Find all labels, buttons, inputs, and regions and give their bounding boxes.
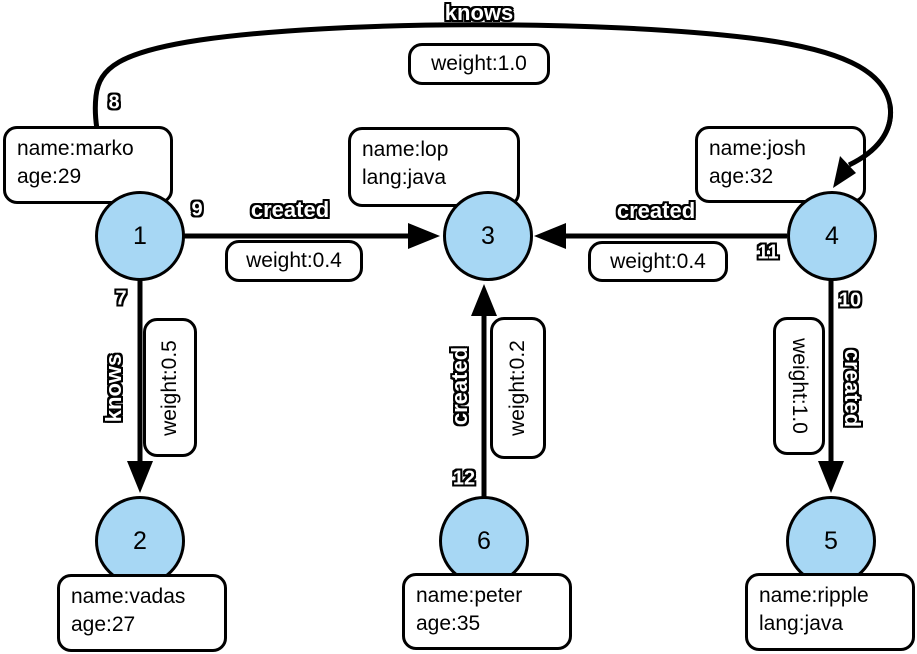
edge-11-id: 11 [757, 241, 779, 264]
edge-8-arc-end [847, 104, 894, 168]
vertex-6: 6 [439, 496, 529, 586]
edge-8-arrowhead [833, 156, 856, 188]
vertex-5-properties-box: name:ripple lang:java [745, 573, 915, 651]
property-line: name:marko [17, 137, 134, 160]
edge-12-arrowhead [471, 284, 497, 316]
vertex-4: 4 [787, 191, 877, 281]
vertex-4-properties-box: name:josh age:32 [695, 126, 866, 203]
property-line: age:29 [17, 165, 82, 188]
vertex-6-properties-box: name:peter age:35 [402, 573, 572, 650]
vertex-5: 5 [786, 496, 876, 586]
property-line: name:ripple [759, 584, 869, 607]
vertex-2-properties-box: name:vadas age:27 [57, 574, 227, 652]
vertex-1-id: 1 [133, 221, 147, 250]
edge-7-weight-box: weight:0.5 [143, 318, 197, 457]
property-line: age:27 [71, 613, 136, 636]
edge-12-id: 12 [452, 467, 476, 490]
vertex-2-id: 2 [133, 526, 147, 555]
edge-9-id: 9 [191, 198, 203, 221]
edge-8-weight: weight:1.0 [431, 52, 527, 75]
edge-9-weight: weight:0.4 [246, 249, 342, 272]
property-line: lang:java [759, 612, 844, 635]
vertex-5-id: 5 [824, 526, 838, 555]
vertex-4-id: 4 [825, 221, 839, 250]
edge-8-label: knows [444, 0, 514, 25]
property-line: name:vadas [71, 585, 186, 608]
edge-10-id: 10 [838, 289, 862, 312]
edge-11-arrowhead [534, 223, 566, 249]
property-line: name:peter [416, 584, 523, 607]
edge-9-label: created [250, 197, 330, 222]
property-line: name:lop [362, 138, 449, 161]
edge-7-id: 7 [115, 287, 127, 310]
edge-8-arc [92, 22, 894, 198]
edge-11-label: created [616, 198, 696, 223]
edge-11-weight: weight:0.4 [610, 249, 706, 273]
property-line: lang:java [362, 166, 447, 189]
property-line: age:32 [709, 165, 774, 188]
edge-10-arrowhead [818, 461, 844, 493]
edge-9-weight-box: weight:0.4 [225, 240, 363, 282]
edge-7-arrowhead [127, 461, 153, 493]
edge-11-weight-box: weight:0.4 [588, 241, 728, 282]
property-line: name:josh [709, 137, 806, 160]
edge-8-weight-box: weight:1.0 [408, 43, 550, 85]
vertex-3-id: 3 [481, 221, 495, 250]
edge-9-arrowhead [408, 223, 440, 249]
edge-12-weight-box: weight:0.2 [490, 317, 546, 459]
vertex-1: 1 [95, 191, 185, 281]
edge-10-weight-box: weight:1.0 [773, 317, 825, 455]
property-line: age:35 [416, 612, 481, 635]
edge-8-id: 8 [108, 91, 120, 114]
vertex-6-id: 6 [477, 526, 491, 555]
vertex-3: 3 [443, 191, 533, 281]
vertex-2: 2 [95, 496, 185, 586]
